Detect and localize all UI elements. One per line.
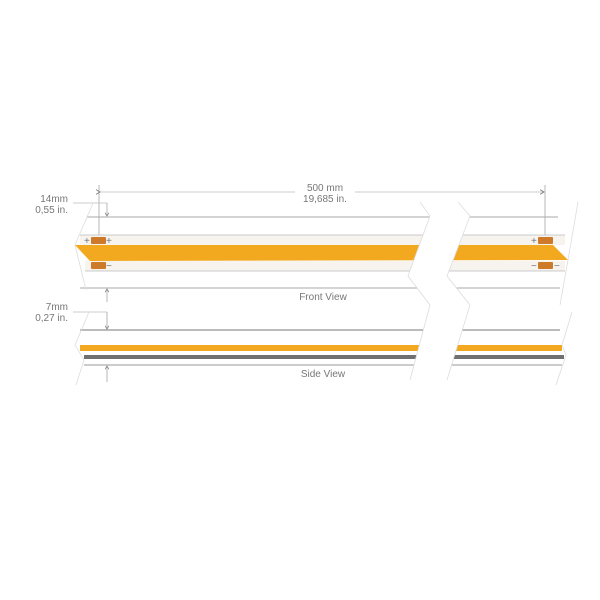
led-strip-front (75, 245, 568, 261)
side-view-label: Side View (301, 369, 346, 380)
solder-pad-icon (538, 262, 553, 269)
minus-sign: − (554, 261, 560, 272)
front-view: + + + − − − Front View 14mm 0,55 in. (35, 194, 579, 306)
width-mm: 14mm (40, 194, 68, 205)
height-in: 0,27 in. (35, 313, 68, 324)
solder-pad-icon (538, 237, 553, 244)
minus-sign: − (531, 261, 537, 272)
width-in: 0,55 in. (35, 205, 68, 216)
solder-pad-icon (91, 237, 106, 244)
led-strip-side (80, 345, 562, 351)
plus-sign: + (106, 236, 112, 247)
length-break (407, 201, 471, 381)
height-mm: 7mm (46, 302, 68, 313)
front-view-label: Front View (299, 292, 347, 303)
length-dimension: 500 mm 19,685 in. (99, 183, 546, 240)
length-in: 19,685 in. (303, 194, 347, 205)
solder-pad-icon (91, 262, 106, 269)
side-view: Side View 7mm 0,27 in. (35, 302, 573, 386)
plus-sign: + (84, 236, 90, 247)
minus-sign: − (106, 261, 112, 272)
length-mm: 500 mm (307, 183, 343, 194)
plus-sign: + (531, 236, 537, 247)
